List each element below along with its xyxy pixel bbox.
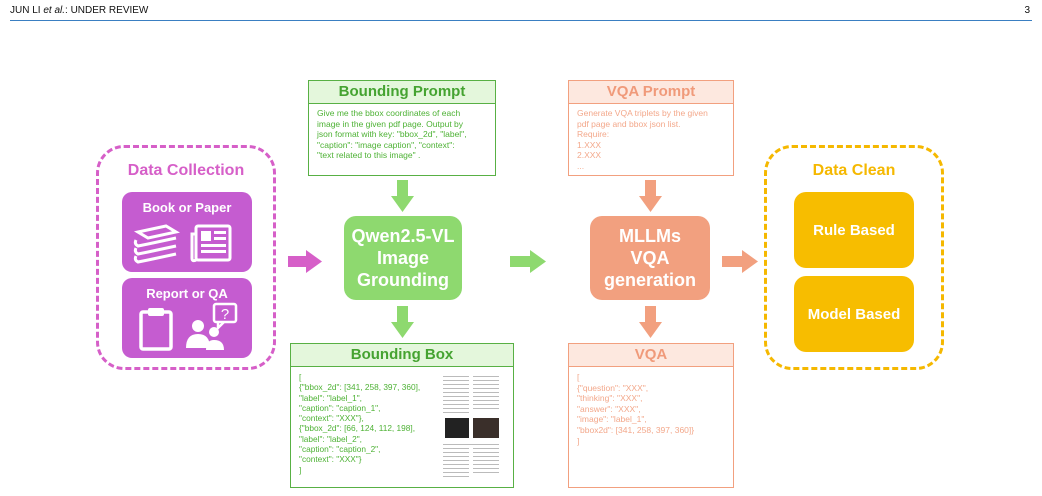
- bounding-box-panel: Bounding Box [ {"bbox_2d": [341, 258, 39…: [290, 343, 514, 488]
- pdf-page-thumbnail: [441, 372, 503, 484]
- book-or-paper-label: Book or Paper: [142, 200, 232, 215]
- rule-based-block: Rule Based: [794, 192, 914, 268]
- report-or-qa-card: Report or QA ?: [122, 278, 252, 358]
- arrow-generation-to-vqa: [639, 306, 662, 338]
- header-authors: JUN LI: [10, 5, 41, 16]
- data-collection-group: Data Collection Book or Paper: [96, 145, 276, 370]
- qwen-grounding-block: Qwen2.5-VL Image Grounding: [344, 216, 462, 300]
- running-header: JUN LI et al.: UNDER REVIEW: [10, 5, 148, 16]
- header-etal: et al.: [43, 5, 66, 16]
- data-collection-title: Data Collection: [127, 162, 245, 179]
- svg-text:?: ?: [221, 306, 229, 323]
- data-clean-group: Data Clean Rule Based Model Based: [764, 145, 944, 370]
- book-or-paper-card: Book or Paper: [122, 192, 252, 272]
- clipboard-icon: [139, 308, 173, 351]
- header-rule: [10, 20, 1032, 21]
- arrow-collection-to-grounding: [288, 250, 322, 273]
- arrow-prompt-to-grounding: [391, 180, 414, 212]
- arrow-grounding-to-box: [391, 306, 414, 338]
- bounding-prompt-box: Bounding Prompt Give me the bbox coordin…: [308, 80, 496, 176]
- vqa-title: VQA: [569, 344, 733, 367]
- vqa-text: [ {"question": "XXX", "thinking": "XXX",…: [577, 372, 695, 446]
- vqa-prompt-box: VQA Prompt Generate VQA triplets by the …: [568, 80, 734, 176]
- bounding-prompt-text: Give me the bbox coordinates of each ima…: [317, 108, 467, 161]
- vqa-prompt-text: Generate VQA triplets by the given pdf p…: [577, 108, 708, 171]
- bounding-prompt-title: Bounding Prompt: [309, 81, 495, 104]
- books-icon: [133, 224, 180, 264]
- people-question-icon: ?: [186, 302, 238, 350]
- vqa-panel: VQA [ {"question": "XXX", "thinking": "X…: [568, 343, 734, 488]
- mllms-vqa-generation-block: MLLMs VQA generation: [590, 216, 710, 300]
- bounding-box-title: Bounding Box: [291, 344, 513, 367]
- arrow-vqaprompt-to-generation: [639, 180, 662, 212]
- bounding-box-text: [ {"bbox_2d": [341, 258, 397, 360], "lab…: [299, 372, 421, 475]
- newspaper-icon: [190, 224, 232, 263]
- report-or-qa-label: Report or QA: [146, 286, 228, 301]
- arrow-grounding-to-generation: [510, 250, 546, 273]
- model-based-block: Model Based: [794, 276, 914, 352]
- page-number: 3: [1024, 5, 1030, 16]
- data-clean-title: Data Clean: [812, 162, 896, 179]
- arrow-generation-to-clean: [722, 250, 758, 273]
- vqa-prompt-title: VQA Prompt: [569, 81, 733, 104]
- header-suffix: : UNDER REVIEW: [65, 5, 149, 16]
